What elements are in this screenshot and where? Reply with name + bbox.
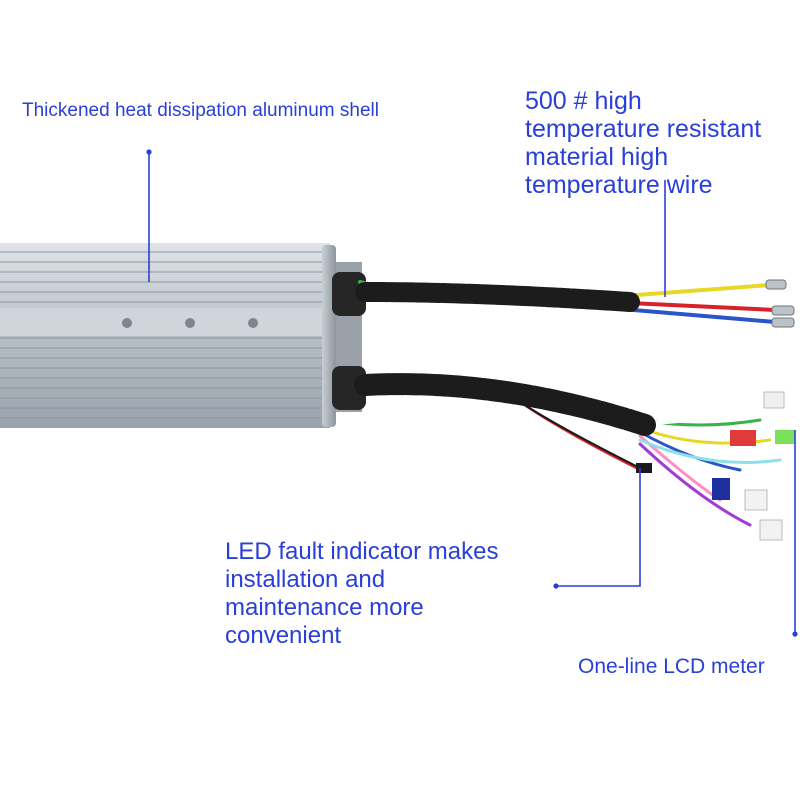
aluminum-shell: [0, 243, 362, 428]
callout-line: temperature wire: [525, 171, 713, 199]
callout-line: convenient: [225, 622, 342, 649]
callout-line: installation and: [225, 566, 386, 593]
shell-screw: [185, 318, 195, 328]
wire-connectors: [636, 391, 795, 541]
callout-led-fault-indicator: LED fault indicator makes installation a…: [225, 538, 498, 650]
leader-lines: [148, 150, 796, 634]
leader-dots: [146, 149, 798, 637]
shell-screw: [248, 318, 258, 328]
callout-line: material high: [525, 143, 669, 171]
callout-aluminum-shell: Thickened heat dissipation aluminum shel…: [22, 100, 379, 121]
callout-line: LED fault indicator makes: [225, 538, 499, 565]
spiral-sleeve-lower: [354, 373, 656, 436]
callout-line: temperature resistant: [525, 115, 762, 143]
callout-line: maintenance more: [225, 594, 424, 621]
shell-screw: [122, 318, 132, 328]
callout-lcd-meter: One-line LCD meter: [578, 655, 765, 678]
callout-line: 500 # high: [525, 87, 642, 115]
wire-terminals: [765, 279, 795, 328]
callout-high-temperature-wire: 500 # high temperature resistant materia…: [525, 87, 761, 199]
spiral-sleeve-upper: [355, 282, 640, 312]
